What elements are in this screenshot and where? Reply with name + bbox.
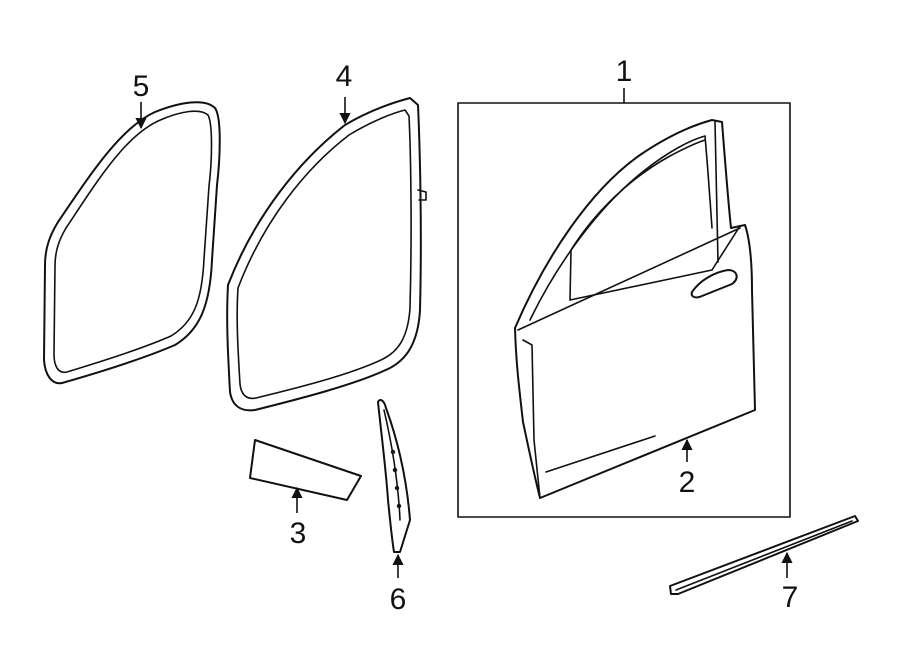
- callout-7: 7: [782, 581, 799, 614]
- part-6-pillar-molding: [377, 399, 411, 553]
- part-3-trim-panel: [249, 439, 362, 501]
- callout-3: 3: [290, 517, 307, 550]
- part-2-door-shell: [514, 119, 756, 499]
- callout-6: 6: [390, 583, 407, 616]
- callout-5: 5: [133, 70, 150, 103]
- callout-1: 1: [616, 55, 633, 88]
- callout-4: 4: [336, 60, 353, 93]
- part-7-lower-molding: [669, 515, 859, 595]
- part-5-weatherstrip: [43, 101, 221, 385]
- callout-2: 2: [679, 466, 696, 499]
- part-4-weatherstrip: [226, 97, 427, 412]
